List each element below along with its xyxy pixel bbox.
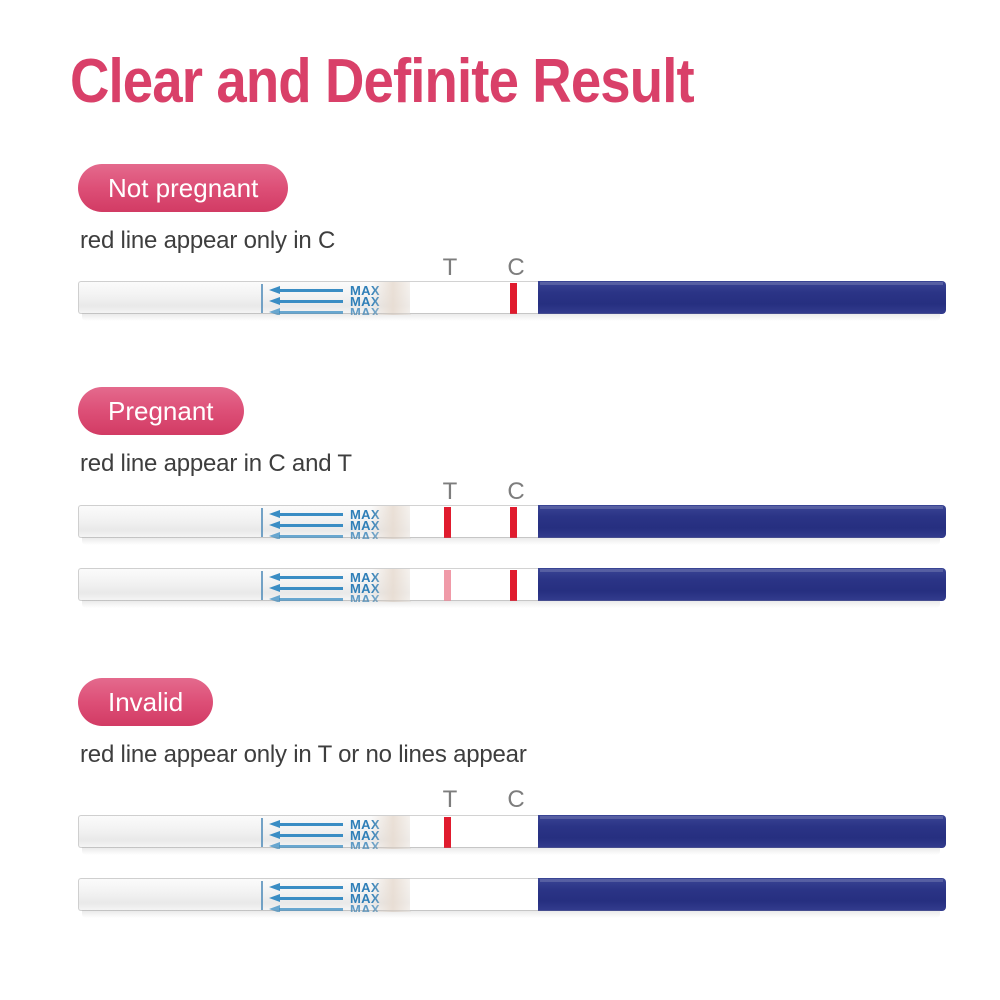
status-badge-invalid: Invalid: [78, 678, 214, 726]
strip-absorbent-pad: MAX MAX MAX: [78, 815, 411, 849]
strip-result-window: [410, 815, 538, 848]
arrow-left-icon: [269, 831, 344, 840]
arrow-left-icon: [269, 297, 344, 306]
max-label: MAX: [350, 305, 380, 315]
description-not-pregnant: red line appear only in C: [80, 227, 336, 254]
page-title: Clear and Definite Result: [70, 47, 695, 116]
max-arrow-row: MAX: [269, 529, 409, 539]
arrow-left-icon: [269, 521, 344, 530]
strip-absorbent-pad: MAX MAX MAX: [78, 568, 411, 602]
result-line-test: [444, 817, 451, 848]
arrow-left-icon: [269, 595, 344, 602]
strip-transition-zone: [371, 506, 411, 539]
strip-result-window: [410, 505, 538, 538]
arrow-left-icon: [269, 584, 344, 593]
arrow-left-icon: [269, 308, 344, 315]
result-line-control: [510, 507, 517, 538]
arrow-left-icon: [269, 883, 344, 892]
strip-shadow: [82, 600, 940, 608]
strip-shadow: [82, 313, 940, 321]
result-line-control: [510, 570, 517, 601]
result-line-test-faint: [444, 570, 451, 601]
status-badge-pregnant: Pregnant: [78, 387, 244, 435]
max-label: MAX: [350, 839, 380, 849]
arrow-left-icon: [269, 573, 344, 582]
strip-handle: [538, 878, 946, 911]
strip-label-t: T: [442, 786, 458, 813]
test-strip: MAX MAX MAX: [78, 505, 946, 545]
strip-absorbent-pad: MAX MAX MAX: [78, 878, 411, 912]
max-label: MAX: [350, 592, 380, 602]
strip-handle: [538, 505, 946, 538]
strip-handle: [538, 281, 946, 314]
strip-divider-line: [261, 508, 263, 537]
strip-handle: [538, 815, 946, 848]
strip-absorbent-pad: MAX MAX MAX: [78, 505, 411, 539]
test-strip: MAX MAX MAX: [78, 815, 946, 855]
max-label: MAX: [350, 529, 380, 539]
strip-label-c: C: [507, 478, 525, 505]
arrow-left-icon: [269, 842, 344, 849]
arrow-left-icon: [269, 905, 344, 912]
result-line-test: [444, 507, 451, 538]
arrow-left-icon: [269, 510, 344, 519]
max-arrow-row: MAX: [269, 305, 409, 315]
strip-result-window: [410, 878, 538, 911]
strip-label-c: C: [507, 786, 525, 813]
arrow-left-icon: [269, 532, 344, 539]
description-pregnant: red line appear in C and T: [80, 450, 352, 477]
strip-transition-zone: [371, 282, 411, 315]
strip-transition-zone: [371, 569, 411, 602]
strip-handle: [538, 568, 946, 601]
description-invalid: red line appear only in T or no lines ap…: [80, 741, 527, 768]
strip-divider-line: [261, 881, 263, 910]
test-strip: MAX MAX MAX: [78, 281, 946, 321]
strip-result-window: [410, 568, 538, 601]
max-label: MAX: [350, 902, 380, 912]
arrow-left-icon: [269, 820, 344, 829]
max-arrow-row: MAX: [269, 839, 409, 849]
result-line-control: [510, 283, 517, 314]
strip-result-window: [410, 281, 538, 314]
arrow-left-icon: [269, 286, 344, 295]
strip-shadow: [82, 910, 940, 918]
strip-divider-line: [261, 284, 263, 313]
test-strip: MAX MAX MAX: [78, 568, 946, 608]
strip-shadow: [82, 537, 940, 545]
strip-label-t: T: [442, 478, 458, 505]
strip-transition-zone: [371, 816, 411, 849]
arrow-left-icon: [269, 894, 344, 903]
strip-shadow: [82, 847, 940, 855]
strip-absorbent-pad: MAX MAX MAX: [78, 281, 411, 315]
strip-transition-zone: [371, 879, 411, 912]
strip-label-t: T: [442, 254, 458, 281]
status-badge-not-pregnant: Not pregnant: [78, 164, 289, 212]
test-strip: MAX MAX MAX: [78, 878, 946, 918]
strip-divider-line: [261, 571, 263, 600]
strip-divider-line: [261, 818, 263, 847]
max-arrow-row: MAX: [269, 592, 409, 602]
strip-label-c: C: [507, 254, 525, 281]
max-arrow-row: MAX: [269, 902, 409, 912]
